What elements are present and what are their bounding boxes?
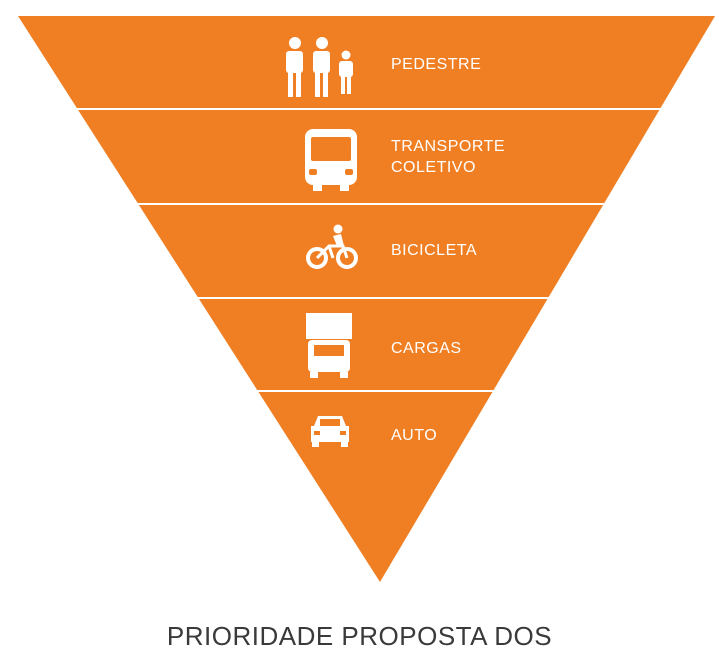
car-icon (311, 416, 349, 447)
level-label-pedestre: PEDESTRE (391, 56, 482, 73)
figure-caption: PRIORIDADE PROPOSTA DOS (166, 621, 553, 651)
level-dividers (75, 108, 661, 392)
bicycle-icon (306, 224, 358, 269)
bus-icon (305, 129, 357, 191)
level-label-auto: AUTO (391, 427, 438, 444)
pedestrians-icon (286, 37, 353, 97)
level-label-transporte-coletivo: TRANSPORTE COLETIVO (391, 138, 506, 176)
level-label-cargas: CARGAS (391, 340, 462, 357)
level-label-bicicleta: BICICLETA (391, 242, 477, 259)
truck-icon (306, 313, 352, 378)
